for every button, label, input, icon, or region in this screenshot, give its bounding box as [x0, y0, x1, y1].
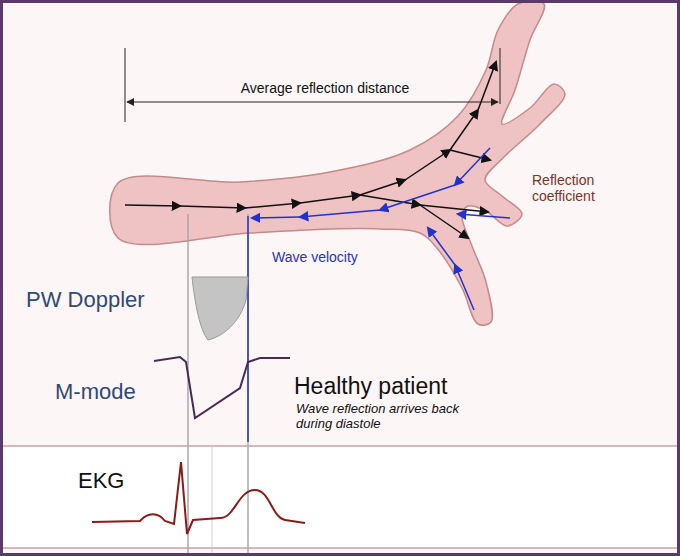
time-marker [247, 214, 249, 556]
dimension-label: Average reflection distance [215, 80, 435, 96]
reflected-wave-arrow [300, 210, 380, 217]
forward-flow-arrow [478, 62, 496, 110]
reflected-wave-arrow [428, 228, 455, 265]
mmode-trace [154, 357, 290, 418]
reflected-wave-arrow [455, 265, 474, 310]
reflected-wave-arrow [458, 214, 510, 218]
ekg-label: EKG [78, 468, 148, 493]
panel-divider [0, 547, 680, 549]
dimension-arrow [127, 102, 498, 103]
note-label: Wave reflection arrives back during dias… [296, 402, 496, 432]
velocity-label: Wave velocity [272, 249, 382, 265]
reflected-wave-arrow [380, 185, 455, 210]
mmode-label: M-mode [55, 379, 155, 404]
dimension-tick [500, 48, 501, 104]
forward-flow-arrow [450, 110, 478, 150]
patient-label: Healthy patient [294, 373, 554, 399]
forward-flow-arrow [405, 150, 450, 180]
forward-flow-arrow [245, 203, 300, 208]
forward-flow-arrow [300, 195, 360, 203]
artery-tree [110, 1, 565, 325]
forward-flow-arrow [360, 180, 405, 195]
forward-flow-arrow [180, 206, 245, 208]
reflection-marker [247, 216, 249, 442]
doppler-label: PW Doppler [26, 287, 176, 312]
forward-flow-arrow [125, 205, 180, 206]
ekg-panel [0, 446, 680, 548]
doppler-envelope [192, 277, 248, 340]
forward-flow-arrow [420, 205, 488, 212]
time-marker [187, 214, 189, 556]
panel-divider [0, 445, 680, 447]
dimension-tick [125, 48, 126, 122]
reflection-label: Reflection coefficient [532, 172, 632, 204]
reflected-wave-arrow [455, 148, 490, 185]
reflected-wave-arrow [252, 217, 300, 218]
time-marker [212, 446, 213, 556]
